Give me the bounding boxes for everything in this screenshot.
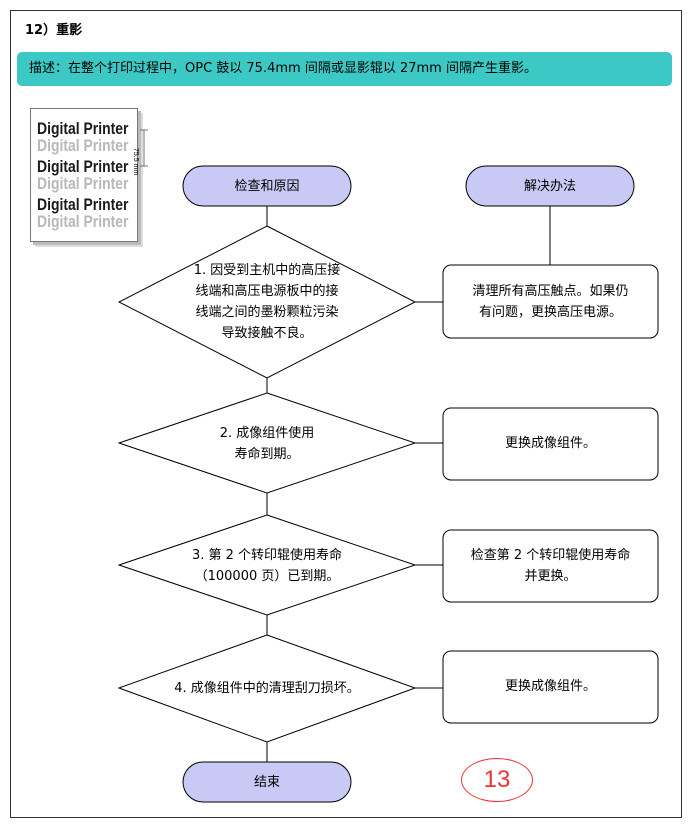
sample-text: Digital Printer <box>37 195 129 214</box>
end-label: 结束 <box>253 775 280 790</box>
solution-box-2 <box>442 407 659 481</box>
solution-text-1: 清理所有高压触点。如果仍 有问题，更换高压电源。 <box>472 284 629 320</box>
page-number-stamp: 13 <box>461 758 533 802</box>
measure-marker <box>140 129 148 167</box>
solution-text-3: 检查第 2 个转印辊使用寿命 并更换。 <box>470 548 631 584</box>
solution-header-terminal <box>465 165 635 207</box>
solution-text-2: 更换成像组件。 <box>504 436 596 451</box>
start-terminal <box>182 165 352 207</box>
end-terminal <box>182 761 352 803</box>
decision-diamond-4 <box>117 634 417 743</box>
solution-text-4: 更换成像组件。 <box>504 679 596 694</box>
sample-ghost-text: Digital Printer <box>37 136 129 155</box>
decision-diamond-3 <box>117 514 417 616</box>
cause-text-4: 4. 成像组件中的清理刮刀损坏。 <box>174 681 360 696</box>
solution-box-4 <box>442 650 659 724</box>
decision-diamond-1 <box>117 225 417 379</box>
cause-text-3: 3. 第 2 个转印辊使用寿命 （100000 页）已到期。 <box>191 548 343 584</box>
start-label: 检查和原因 <box>234 179 300 194</box>
sample-text: Digital Printer <box>37 119 129 138</box>
sample-ghost-text: Digital Printer <box>37 174 129 193</box>
cause-text-1: 1. 因受到主机中的高压接 线端和高压电源板中的接 线端之间的墨粉颗粒污染 导致… <box>193 263 341 341</box>
decision-diamond-2 <box>117 392 417 494</box>
description-banner: 描述：在整个打印过程中，OPC 鼓以 75.4mm 间隔或显影辊以 27mm 间… <box>17 52 672 86</box>
sample-text: Digital Printer <box>37 157 129 176</box>
cause-text-2: 2. 成像组件使用 寿命到期。 <box>219 426 315 462</box>
solution-box-3 <box>442 529 659 603</box>
sample-ghost-text: Digital Printer <box>37 212 129 231</box>
solution-box-1 <box>442 264 659 339</box>
section-title: 12）重影 <box>25 23 83 38</box>
sample-print-image: Digital Printer Digital Printer Digital … <box>30 108 138 242</box>
solution-header-label: 解决办法 <box>523 179 576 194</box>
page-frame <box>10 10 682 818</box>
